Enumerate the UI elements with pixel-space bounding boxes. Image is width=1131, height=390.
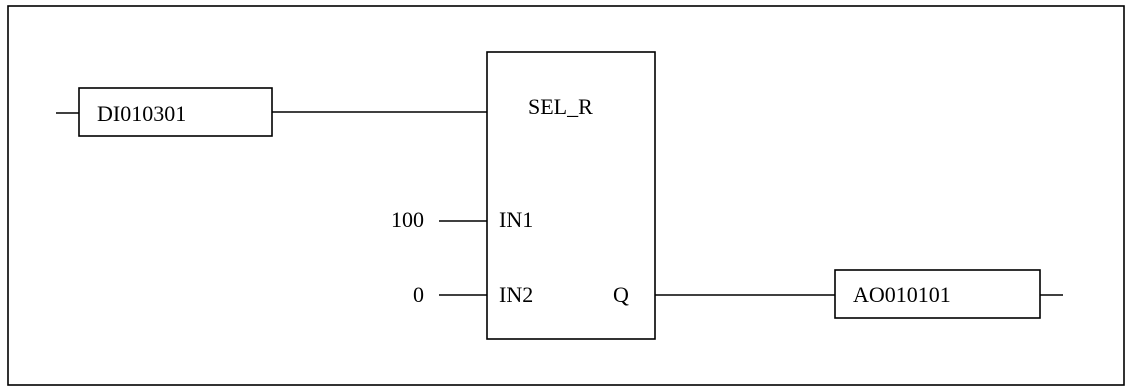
output-variable-block[interactable]: AO010101: [655, 269, 1063, 319]
function-block-body[interactable]: [486, 51, 656, 340]
constant-in2-value: 0: [413, 282, 424, 307]
function-block-name: SEL_R: [528, 94, 593, 119]
output-variable-box[interactable]: [834, 269, 1041, 319]
input-variable-label: DI010301: [97, 101, 186, 126]
input-variable-block[interactable]: DI010301: [56, 87, 487, 137]
diagram-frame: [7, 5, 1125, 386]
input-variable-box[interactable]: [78, 87, 273, 137]
constant-in1-value: 100: [391, 207, 424, 232]
sel-r-function-block[interactable]: SEL_R IN1 IN2 Q: [486, 51, 656, 340]
output-variable-label: AO010101: [853, 282, 951, 307]
constant-in1[interactable]: 100: [391, 207, 487, 232]
pin-q-label: Q: [613, 282, 629, 307]
pin-in1-label: IN1: [499, 207, 533, 232]
constant-in2[interactable]: 0: [413, 282, 487, 307]
pin-in2-label: IN2: [499, 282, 533, 307]
